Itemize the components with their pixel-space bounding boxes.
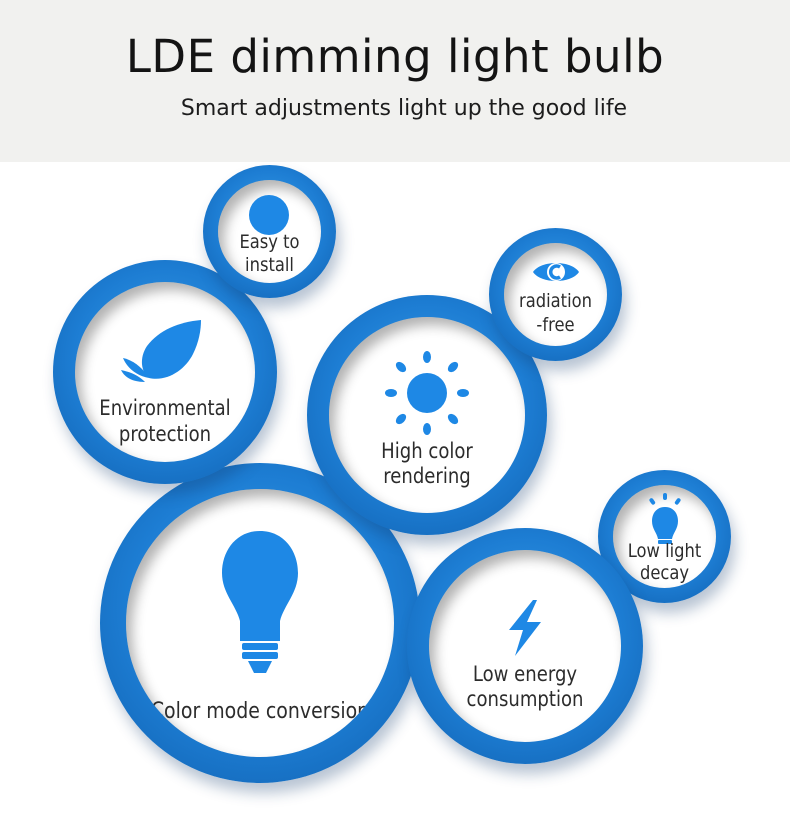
feature-color-mode-label: Color mode conversion: [150, 699, 370, 724]
bulb-glow-icon: [649, 493, 681, 544]
feature-decay-line2: decay: [639, 562, 690, 584]
feature-energy-line2: consumption: [466, 687, 584, 711]
feature-radiation-bubble: radiation -free: [489, 228, 622, 361]
feature-color-rendering-bubble: High color rendering: [307, 295, 547, 535]
feature-install-bubble: Easy to install: [203, 165, 336, 298]
light-bulb-icon: [222, 531, 298, 673]
feature-environment-line2: protection: [118, 422, 212, 446]
feature-color-rendering-line2: rendering: [383, 464, 471, 488]
lightning-icon: [509, 600, 541, 656]
sun-icon: [385, 351, 469, 435]
feature-environment-bubble: Environmental protection: [53, 260, 277, 484]
feature-install-line2: install: [245, 254, 294, 276]
feature-energy-line1: Low energy: [472, 662, 578, 686]
feature-install-line1: Easy to: [239, 231, 300, 253]
eye-icon: [533, 263, 579, 281]
leaf-icon: [121, 320, 201, 382]
feature-energy-bubble: Low energy consumption: [407, 528, 643, 764]
header-band: [0, 0, 790, 162]
page-title: LDE dimming light bulb: [125, 30, 665, 83]
feature-decay-line1: Low light: [627, 540, 702, 562]
feature-color-rendering-line1: High color: [381, 439, 473, 463]
feature-environment-line1: Environmental: [99, 396, 231, 420]
dot-icon: [249, 195, 289, 235]
feature-radiation-line2: -free: [536, 314, 575, 336]
feature-radiation-line1: radiation: [519, 290, 592, 312]
page-subtitle: Smart adjustments light up the good life: [180, 96, 628, 121]
